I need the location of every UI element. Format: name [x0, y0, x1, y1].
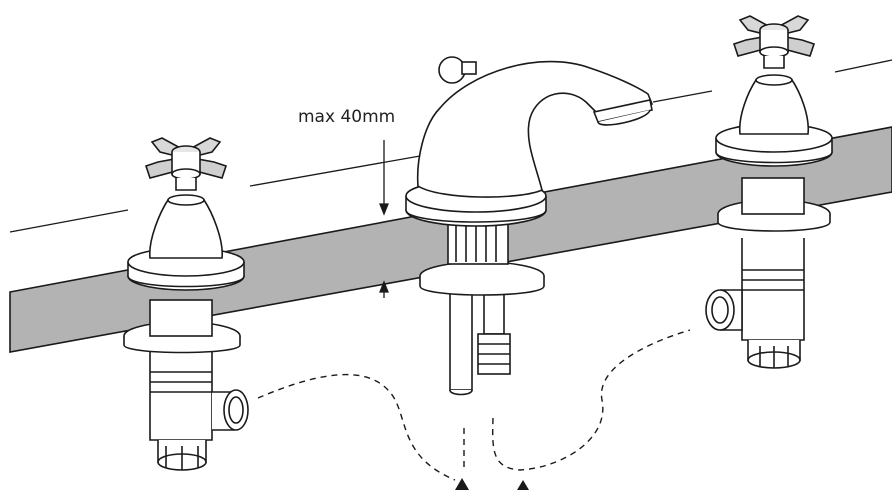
spout: [405, 56, 654, 396]
right-hot-tap: [705, 15, 833, 369]
flexible-hoses: [257, 329, 691, 481]
left-cold-tap: [123, 137, 249, 471]
dimension-marker: [379, 140, 389, 298]
up-arrow-icon: [455, 478, 529, 490]
worktop-guide-lines: [9, 59, 892, 233]
dimension-label: max 40mm: [298, 107, 395, 127]
